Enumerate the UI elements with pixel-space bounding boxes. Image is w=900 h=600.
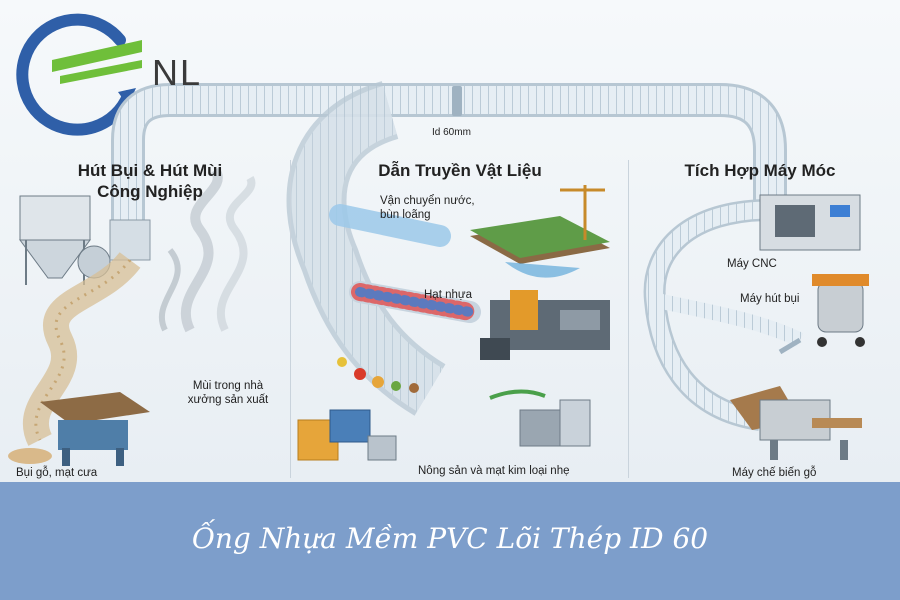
material-bins	[297, 389, 591, 461]
odor-label: Mùi trong nhà xưởng sản xuất	[178, 379, 278, 407]
dust-label: Bụi gỗ, mạt cưa	[16, 467, 98, 479]
wood-machine-label: Máy chế biến gỗ	[732, 467, 817, 479]
farm-plot	[470, 185, 610, 278]
cnc-label: Máy CNC	[727, 258, 777, 270]
plastic-label: Hạt nhựa	[424, 289, 472, 301]
section-title-material-line1: Dẫn Truyền Vật Liệu	[378, 161, 542, 180]
section-title-material: Dẫn Truyền Vật Liệu	[350, 160, 570, 181]
title-banner: Ống Nhựa Mềm PVC Lõi Thép ID 60	[0, 482, 900, 600]
water-label: Vận chuyển nước, bùn loãng	[380, 194, 475, 222]
section-title-dust-line1: Hút Bụi & Hút Mùi	[77, 161, 223, 180]
logo-mark	[16, 13, 142, 136]
section-title-machines-line1: Tích Hợp Máy Móc	[684, 161, 836, 180]
illustration-area: NL Hút Bụi & Hút Mùi Công Nghiệp Dẫn Tru…	[0, 0, 900, 482]
cnc-machine	[759, 194, 861, 251]
banner-title: Ống Nhựa Mềm PVC Lõi Thép ID 60	[191, 522, 709, 555]
water-label-line2: bùn loãng	[380, 209, 431, 221]
section-title-dust-line2: Công Nghiệp	[97, 182, 203, 201]
water-label-line1: Vận chuyển nước,	[380, 195, 475, 207]
produce	[337, 357, 419, 393]
pipe-size-label: Id 60mm	[432, 127, 471, 138]
shop-vacuum	[778, 274, 869, 355]
odor-label-line1: Mùi trong nhà	[192, 380, 264, 392]
section-divider-left	[290, 160, 291, 478]
section-divider-right	[628, 160, 629, 478]
logo-text: NL	[152, 52, 203, 93]
injection-machine	[480, 290, 610, 360]
vacuum-label: Máy hút bụi	[740, 293, 800, 305]
section-title-machines: Tích Hợp Máy Móc	[670, 160, 850, 181]
wood-machine	[730, 386, 862, 460]
pipe-illustration	[8, 13, 869, 466]
produce-label: Nông sản và mạt kim loại nhẹ	[418, 465, 570, 477]
section-title-dust: Hút Bụi & Hút Mùi Công Nghiệp	[50, 160, 250, 202]
odor-label-line2: xưởng sản xuất	[187, 394, 269, 406]
table-saw	[8, 392, 150, 466]
